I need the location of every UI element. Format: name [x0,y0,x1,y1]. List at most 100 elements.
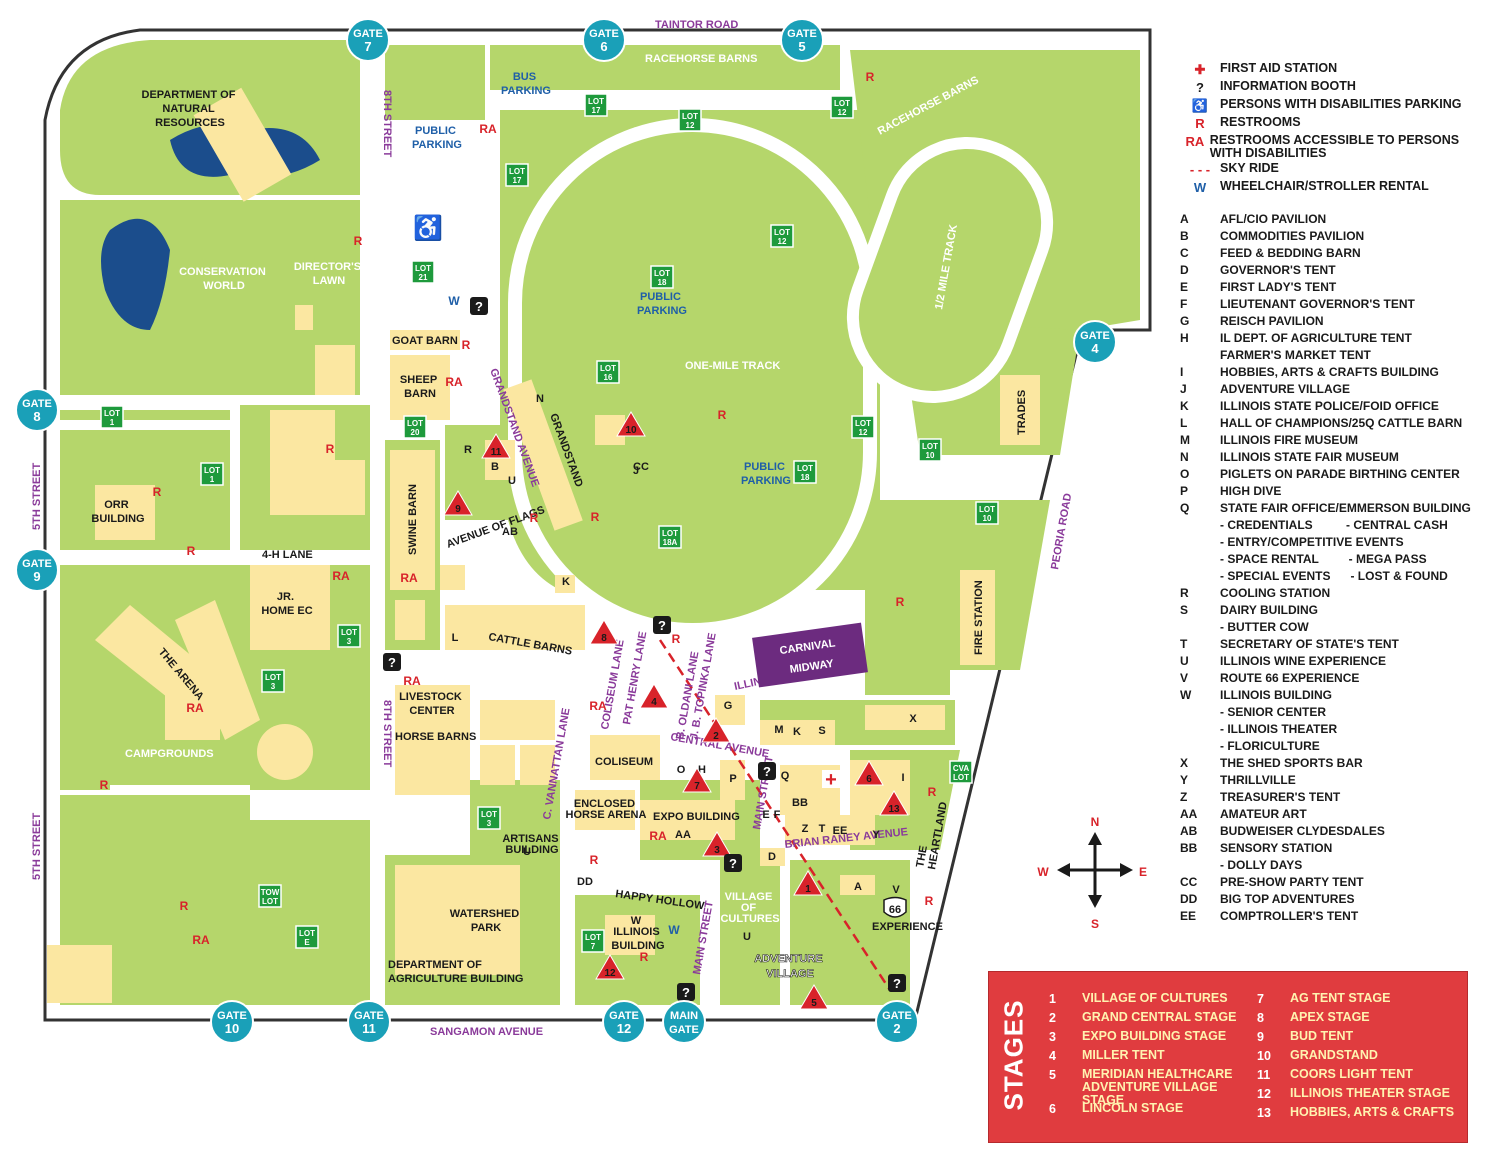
legend-key-code: BB [1180,841,1198,855]
label-public-parking-2: PUBLIC PARKING [637,291,687,317]
legend-symbol-icon: ✚ [1194,62,1206,77]
legend-key-text: SENSORY STATION [1220,841,1333,855]
stage-list-name: VILLAGE OF CULTURES [1082,991,1228,1005]
legend-key-row: - ILLINOIS THEATER [1180,722,1485,739]
stage-list-number: 12 [1257,1087,1271,1101]
legend-key-code [1180,569,1220,586]
parking-lots: LOT17LOT12LOT12LOT17LOT12LOT18LOT21LOT16… [100,93,999,953]
legend-key-code: EE [1180,909,1197,923]
accessible-restroom-marker: RA [445,375,463,389]
compass-w: W [1037,865,1049,879]
accessible-restroom-marker: RA [403,674,421,688]
road-taintor: TAINTOR ROAD [655,19,738,31]
legend-symbol-text: SKY RIDE [1220,161,1279,175]
restroom-marker: R [718,408,727,422]
gate-number: 9 [33,569,40,584]
lot-label: LOT [407,419,423,428]
stage-number: 12 [604,968,616,979]
legend-key-code: J [1180,382,1187,396]
gate-label: GATE [609,1010,639,1022]
lot-label: LOT [979,505,995,514]
stage-marker: 13 [879,790,909,816]
accessible-restroom-marker: RA [649,829,667,843]
compass: N S W E [1037,815,1147,931]
legend-symbol-row: ?INFORMATION BOOTH [1180,80,1485,98]
stage-number: 13 [888,804,900,815]
info-booth-icon: ? [383,653,401,671]
building-letter-marker: B [491,461,499,473]
building-letter-marker: L [452,632,459,644]
building-letter-marker: O [677,764,686,776]
stage-number: 2 [713,731,719,742]
legend-key-text: GOVERNOR'S TENT [1220,263,1336,277]
label-swine-barn: SWINE BARN [407,484,419,555]
gate-label: GATE [354,1010,384,1022]
stage-list-number: 5 [1049,1068,1056,1082]
restroom-marker: R [530,511,539,525]
building-letter-marker: V [892,884,900,896]
stage-number: 7 [694,781,700,792]
building-letter-marker: A [854,881,862,893]
building-letter-marker: W [631,915,642,927]
restroom-marker: R [100,778,109,792]
legend-key-text: - BUTTER COW [1220,620,1309,634]
lot-label: LOT [204,466,220,475]
road-8th-upper: 8TH STREET [381,90,393,158]
building-letter-marker: K [793,726,801,738]
label-trades: TRADES [1016,390,1028,435]
gate-number: 8 [33,409,40,424]
legend-key-text: HALL OF CHAMPIONS/25Q CATTLE BARN [1220,416,1463,430]
legend-key-code [1180,518,1220,535]
legend-key-code: DD [1180,892,1198,906]
legend-symbol-row: ♿PERSONS WITH DISABILITIES PARKING [1180,98,1485,116]
road-4h-lane: 4-H LANE [262,549,313,561]
building-letter-marker: J [633,465,639,477]
lot-number: 17 [513,176,522,185]
legend-key-text: - ENTRY/COMPETITIVE EVENTS [1220,535,1404,549]
gate-number: 11 [362,1021,376,1036]
disabled-parking-icon: ♿ [413,214,443,242]
legend-key-code: Z [1180,790,1188,804]
svg-text:?: ? [763,764,771,779]
building-letter-marker: CC [633,461,649,473]
svg-text:?: ? [893,976,901,991]
legend-key-text: IL DEPT. OF AGRICULTURE TENT [1220,331,1412,345]
building-letter-marker: EE [833,825,848,837]
label-artisans: ARTISANS BUILDING [502,833,561,856]
carnival-midway-sign: CARNIVAL MIDWAY [752,622,868,688]
svg-text:?: ? [388,655,396,670]
sky-ride [658,639,892,991]
building-letter-marker: AB [502,526,518,538]
stage-number: 4 [651,697,657,708]
gate-number: 7 [364,39,371,54]
legend-symbol-icon: W [1193,180,1207,195]
legend-key-text: ADVENTURE VILLAGE [1220,382,1351,396]
symbol-legend: ✚FIRST AID STATION?INFORMATION BOOTH♿PER… [1180,62,1485,198]
legend-key-code [1180,722,1220,739]
internal-roads [60,60,380,1010]
legend-key-text: - DOLLY DAYS [1220,858,1303,872]
legend-key-text: THE SHED SPORTS BAR [1220,756,1363,770]
